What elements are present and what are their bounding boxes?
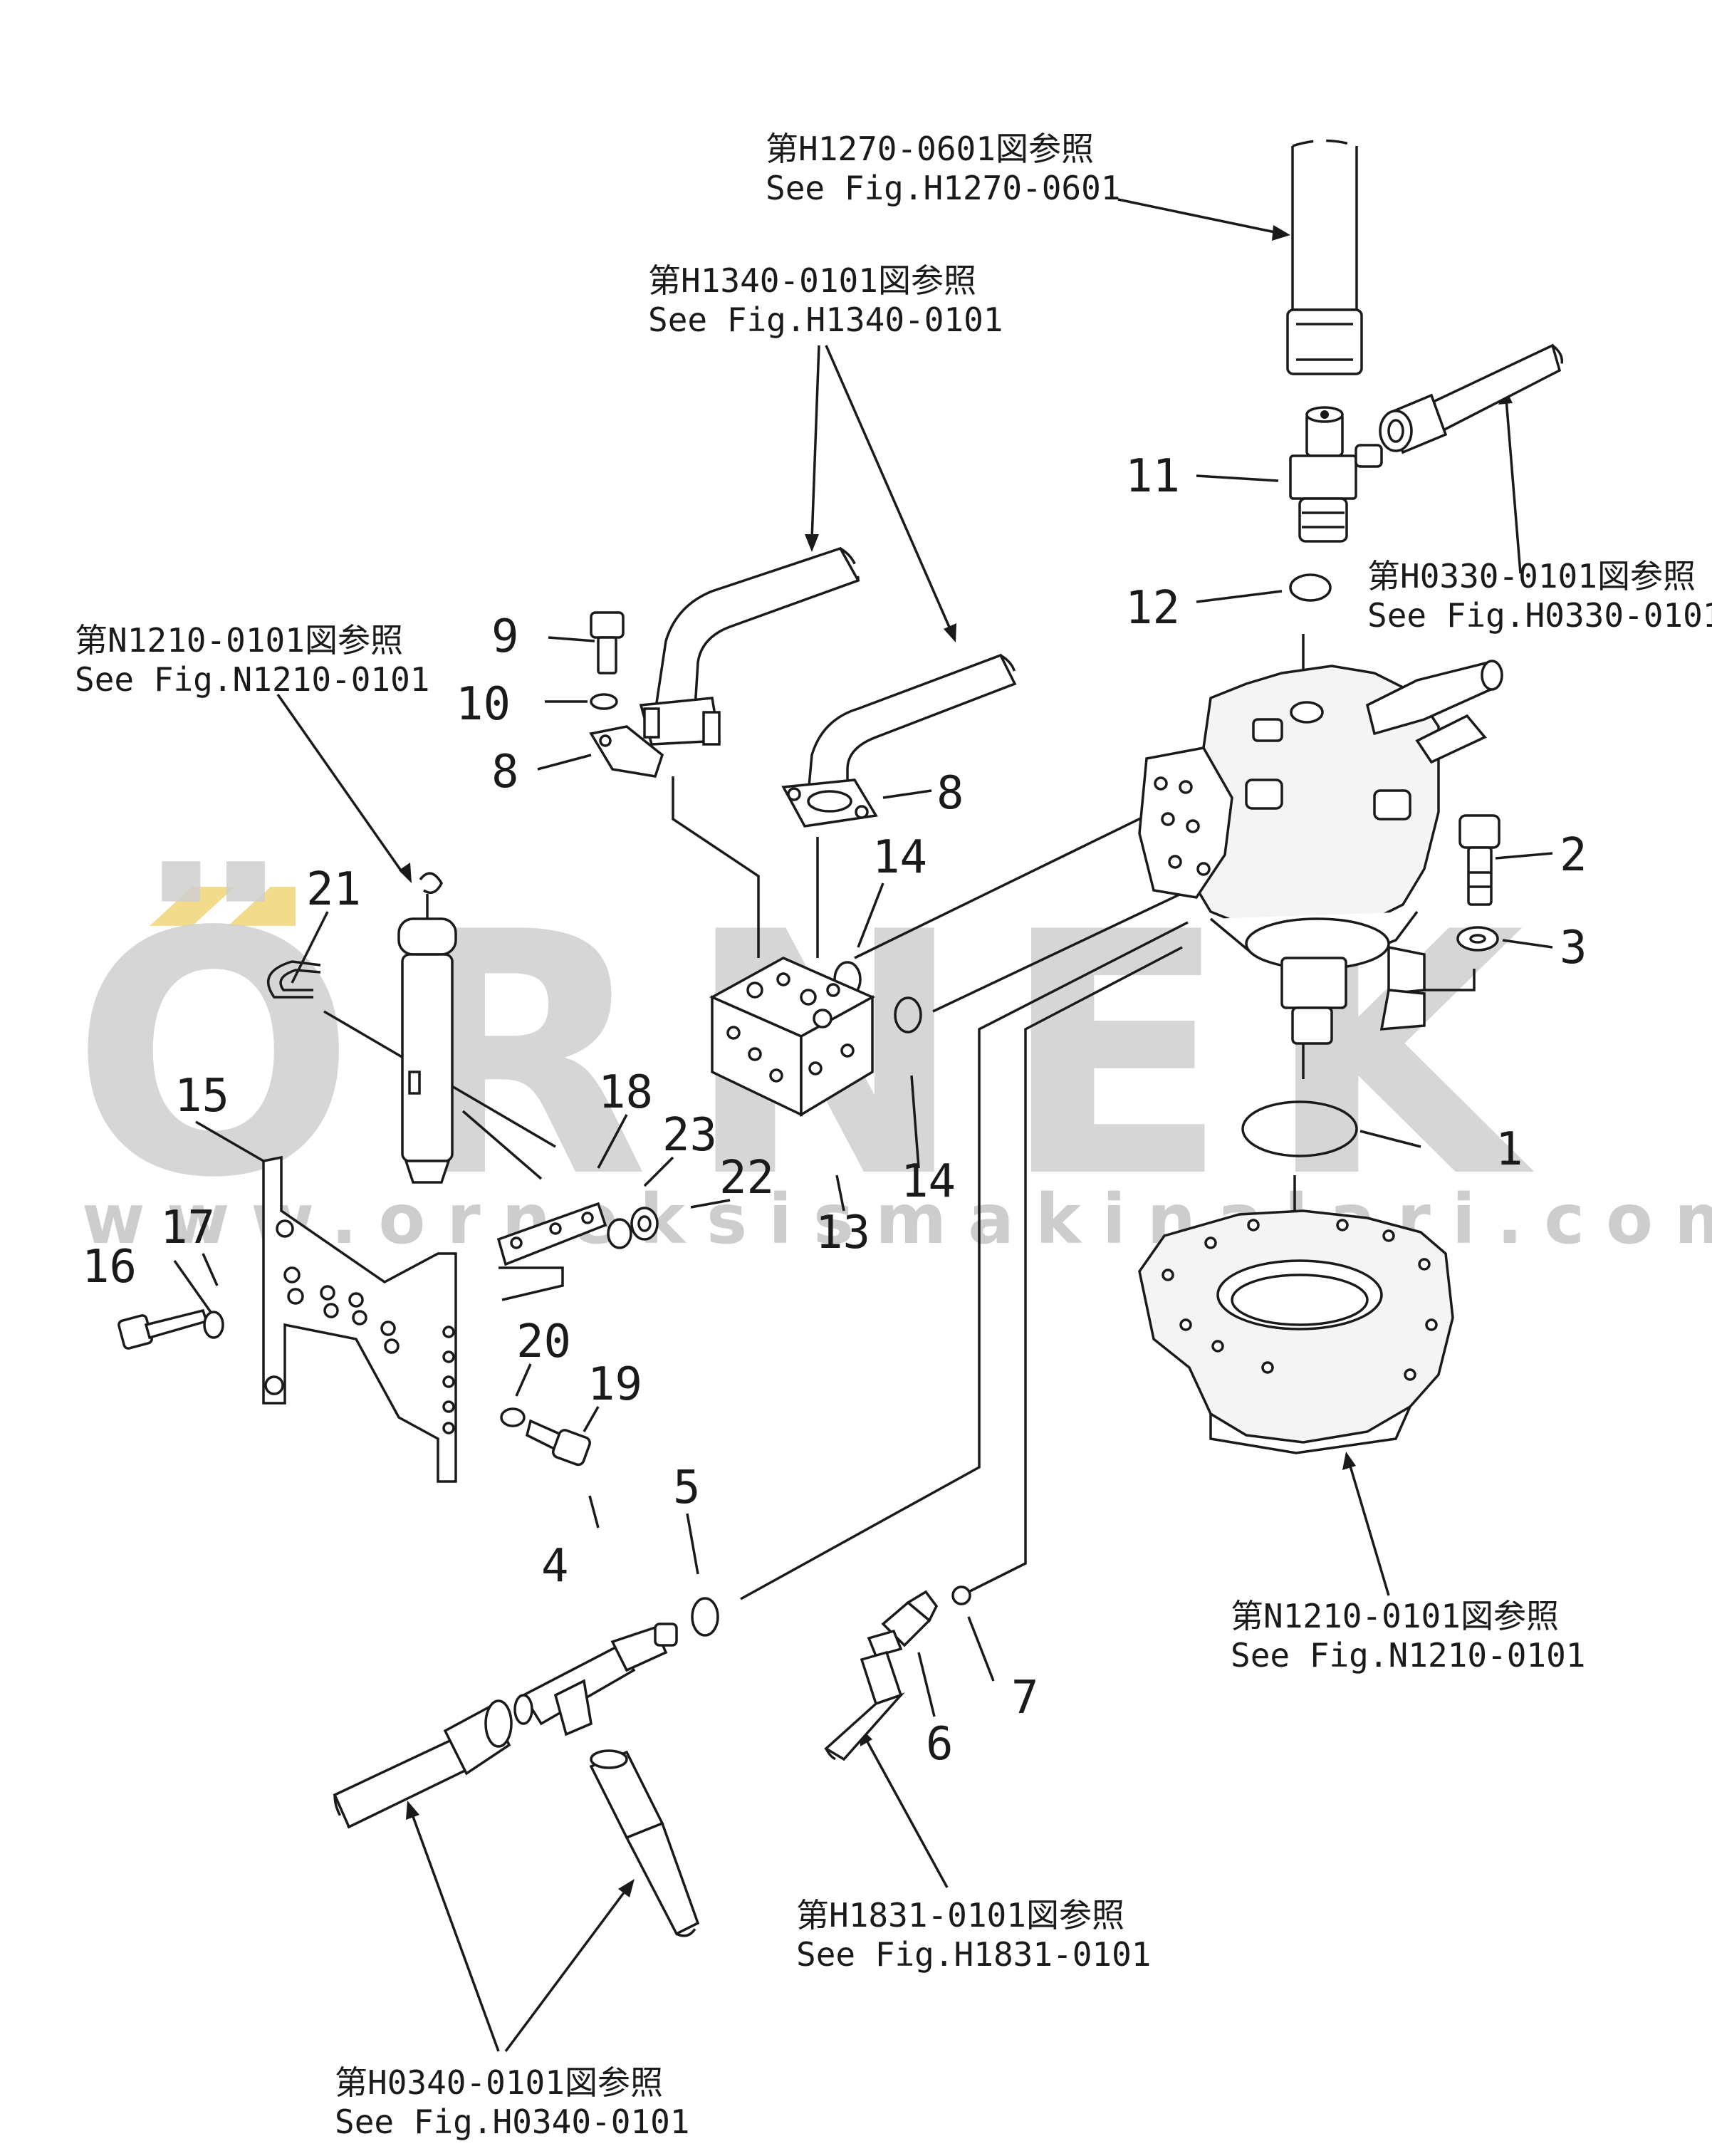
o-ring-1	[1241, 1100, 1358, 1157]
part-label-13: 13	[815, 1207, 870, 1259]
nut-22	[630, 1207, 659, 1241]
elbow-fitting-6	[867, 1590, 939, 1658]
part-label-20: 20	[516, 1316, 571, 1368]
reference-n1210-left-jp: 第N1210-0101図参照	[75, 621, 403, 660]
part-label-6: 6	[926, 1718, 954, 1771]
pressure-pipe-top	[1286, 139, 1363, 375]
reference-n1210-right-jp: 第N1210-0101図参照	[1231, 1597, 1559, 1635]
part-label-3: 3	[1560, 922, 1587, 974]
part-label-17: 17	[160, 1202, 215, 1254]
hose-lower	[589, 1749, 700, 1937]
part-label-4: 4	[541, 1540, 569, 1593]
bolt-9	[590, 611, 625, 675]
elbow-pipe-right	[807, 653, 1017, 796]
junction-block-13	[709, 957, 875, 1118]
part-label-15: 15	[174, 1070, 229, 1123]
part-label-14b: 14	[901, 1155, 956, 1208]
part-label-12: 12	[1125, 582, 1180, 635]
reference-h0330-jp: 第H0330-0101図参照	[1367, 557, 1696, 595]
washer-3	[1456, 926, 1499, 952]
elbow-pipe-left	[654, 546, 860, 722]
part-label-2: 2	[1560, 829, 1587, 882]
bolt-16	[118, 1308, 209, 1350]
flange-8-lower	[781, 778, 878, 828]
washer-20	[500, 1407, 526, 1427]
reference-h1831: 第H1831-0101図参照 See Fig.H1831-0101	[796, 1896, 1152, 1974]
part-label-16: 16	[82, 1241, 137, 1293]
drain-pipe-right	[1379, 343, 1564, 454]
hose-left	[333, 1699, 513, 1829]
o-ring-7	[951, 1585, 971, 1605]
part-labels: 1 2 3 4 5 6 7 8 8 9 10 11 12 13 14 14 15…	[82, 450, 1587, 1771]
hose-h1831	[824, 1650, 905, 1761]
machinery-case	[1138, 1209, 1454, 1454]
washer-23	[607, 1218, 632, 1249]
part-label-14a: 14	[872, 831, 927, 884]
flange-8-upper	[639, 697, 721, 746]
reference-h0340-jp: 第H0340-0101図参照	[335, 2063, 663, 2102]
reference-h1270-en: See Fig.H1270-0601	[766, 169, 1121, 207]
reference-h0340-en: See Fig.H0340-0101	[335, 2103, 690, 2141]
part-label-8b: 8	[936, 767, 964, 820]
reference-h1340: 第H1340-0101図参照 See Fig.H1340-0101	[648, 261, 1003, 339]
part-label-7: 7	[1011, 1672, 1039, 1724]
reference-h1340-jp: 第H1340-0101図参照	[648, 261, 976, 300]
reference-h1831-jp: 第H1831-0101図参照	[796, 1896, 1124, 1934]
tee-fitting-4	[513, 1623, 678, 1736]
bolt-2	[1458, 814, 1500, 906]
bolt-19	[525, 1419, 591, 1467]
bracket-15	[262, 1155, 457, 1483]
watermark-url: www.orneksismakinalari.com.tr	[82, 1179, 1712, 1259]
washer-10	[590, 693, 618, 710]
o-ring-14b	[894, 996, 922, 1033]
accumulator	[397, 872, 457, 1184]
reference-n1210-left-en: See Fig.N1210-0101	[75, 660, 430, 699]
tee-fitting-11	[1289, 406, 1383, 543]
part-label-9: 9	[491, 610, 519, 663]
reference-n1210-right: 第N1210-0101図参照 See Fig.N1210-0101	[1231, 1597, 1586, 1675]
u-bolt-21	[267, 960, 321, 999]
reference-n1210-right-en: See Fig.N1210-0101	[1231, 1636, 1586, 1675]
o-ring-12	[1289, 573, 1332, 602]
part-label-8a: 8	[491, 746, 519, 798]
main-valve-body	[1138, 660, 1503, 1045]
washer-17	[203, 1311, 224, 1339]
split-flange-8	[589, 725, 664, 778]
reference-h1831-en: See Fig.H1831-0101	[796, 1935, 1152, 1974]
reference-h0330-en: See Fig.H0330-0101	[1367, 596, 1712, 635]
part-label-21: 21	[306, 863, 361, 916]
watermark-accent-left	[150, 887, 235, 926]
reference-h1270: 第H1270-0601図参照 See Fig.H1270-0601	[766, 130, 1121, 207]
part-label-19: 19	[588, 1358, 642, 1411]
leader-lines	[173, 198, 1553, 2053]
reference-h0330: 第H0330-0101図参照 See Fig.H0330-0101	[1367, 557, 1712, 635]
reference-h1270-jp: 第H1270-0601図参照	[766, 130, 1094, 168]
part-label-23: 23	[662, 1109, 717, 1162]
part-label-22: 22	[719, 1152, 774, 1204]
part-label-11: 11	[1125, 450, 1180, 503]
reference-n1210-left: 第N1210-0101図参照 See Fig.N1210-0101	[75, 621, 430, 699]
clamp-plate-18	[496, 1202, 607, 1266]
reference-h1340-en: See Fig.H1340-0101	[648, 301, 1003, 339]
part-label-10: 10	[456, 678, 511, 731]
watermark-accent-right	[228, 887, 296, 926]
part-label-1: 1	[1496, 1123, 1523, 1176]
part-label-5: 5	[673, 1462, 701, 1514]
part-label-18: 18	[598, 1066, 653, 1119]
watermark: ÖRNEK www.orneksismakinalari.com.tr	[71, 858, 1712, 1259]
reference-h0340: 第H0340-0101図参照 See Fig.H0340-0101	[335, 2063, 690, 2141]
o-ring-5	[691, 1597, 719, 1637]
